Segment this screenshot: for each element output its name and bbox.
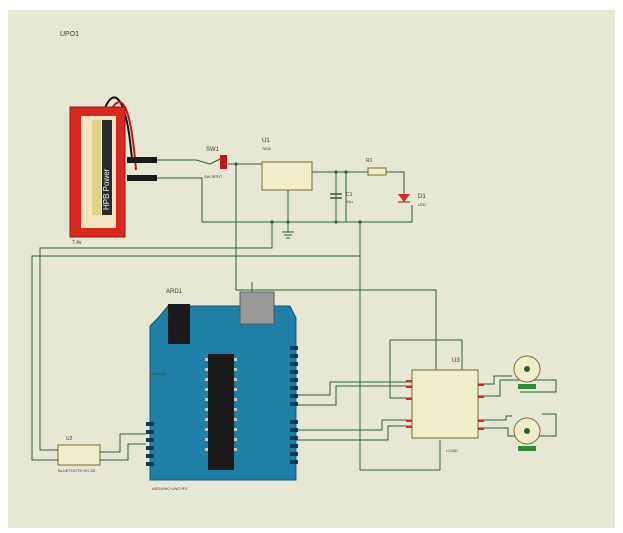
regulator-ref: U1 bbox=[262, 138, 270, 144]
led[interactable]: D1 LED bbox=[398, 194, 426, 207]
atmega-chip bbox=[208, 354, 234, 470]
ground-symbol bbox=[282, 231, 294, 239]
wires bbox=[31, 155, 557, 471]
motor-driver[interactable]: U3 L293D bbox=[406, 358, 484, 453]
resistor-ref: R1 bbox=[366, 158, 373, 164]
driver-ref: U3 bbox=[452, 358, 460, 364]
resistor[interactable]: R1 bbox=[366, 158, 387, 176]
motor-bottom[interactable] bbox=[513, 417, 541, 451]
capacitor-value: 10u bbox=[346, 199, 353, 204]
lipo-battery[interactable]: HPB Power 7.4v bbox=[69, 96, 157, 246]
motor-top[interactable] bbox=[513, 355, 541, 389]
voltage-regulator[interactable]: U1 7805 bbox=[261, 138, 313, 191]
chip-pins bbox=[205, 358, 237, 451]
switch-state: SW-SPDT bbox=[204, 174, 223, 179]
battery-brand-text: HPB Power bbox=[102, 168, 111, 210]
usb-connector bbox=[239, 291, 275, 325]
driver-part: L293D bbox=[446, 448, 458, 453]
bt-ref: U2 bbox=[66, 436, 73, 442]
battery-ref-label: UPO1 bbox=[60, 31, 79, 38]
led-model: LED bbox=[418, 202, 426, 207]
spdt-switch[interactable]: SW1 SW-SPDT bbox=[204, 147, 227, 179]
switch-ref: SW1 bbox=[206, 147, 220, 153]
led-ref: D1 bbox=[418, 194, 426, 200]
bluetooth-module[interactable]: U2 BLUETOOTH HC-05 bbox=[57, 436, 101, 473]
arduino-ref: ARD1 bbox=[166, 289, 183, 295]
analog-header bbox=[146, 422, 154, 466]
arduino-board[interactable]: ARD1 bbox=[146, 289, 298, 491]
schematic-background bbox=[8, 10, 615, 528]
digital-header bbox=[290, 346, 298, 464]
battery-value: 7.4v bbox=[72, 240, 82, 246]
regulator-model: 7805 bbox=[262, 146, 272, 151]
bt-part: BLUETOOTH HC-05 bbox=[58, 468, 96, 473]
arduino-part: ARDUINO UNO R3 bbox=[152, 486, 187, 491]
capacitor[interactable]: C1 10u bbox=[330, 192, 353, 204]
driver-pins bbox=[406, 380, 484, 430]
junction-dots bbox=[234, 162, 362, 224]
power-jack bbox=[168, 304, 190, 344]
capacitor-ref: C1 bbox=[346, 192, 353, 198]
